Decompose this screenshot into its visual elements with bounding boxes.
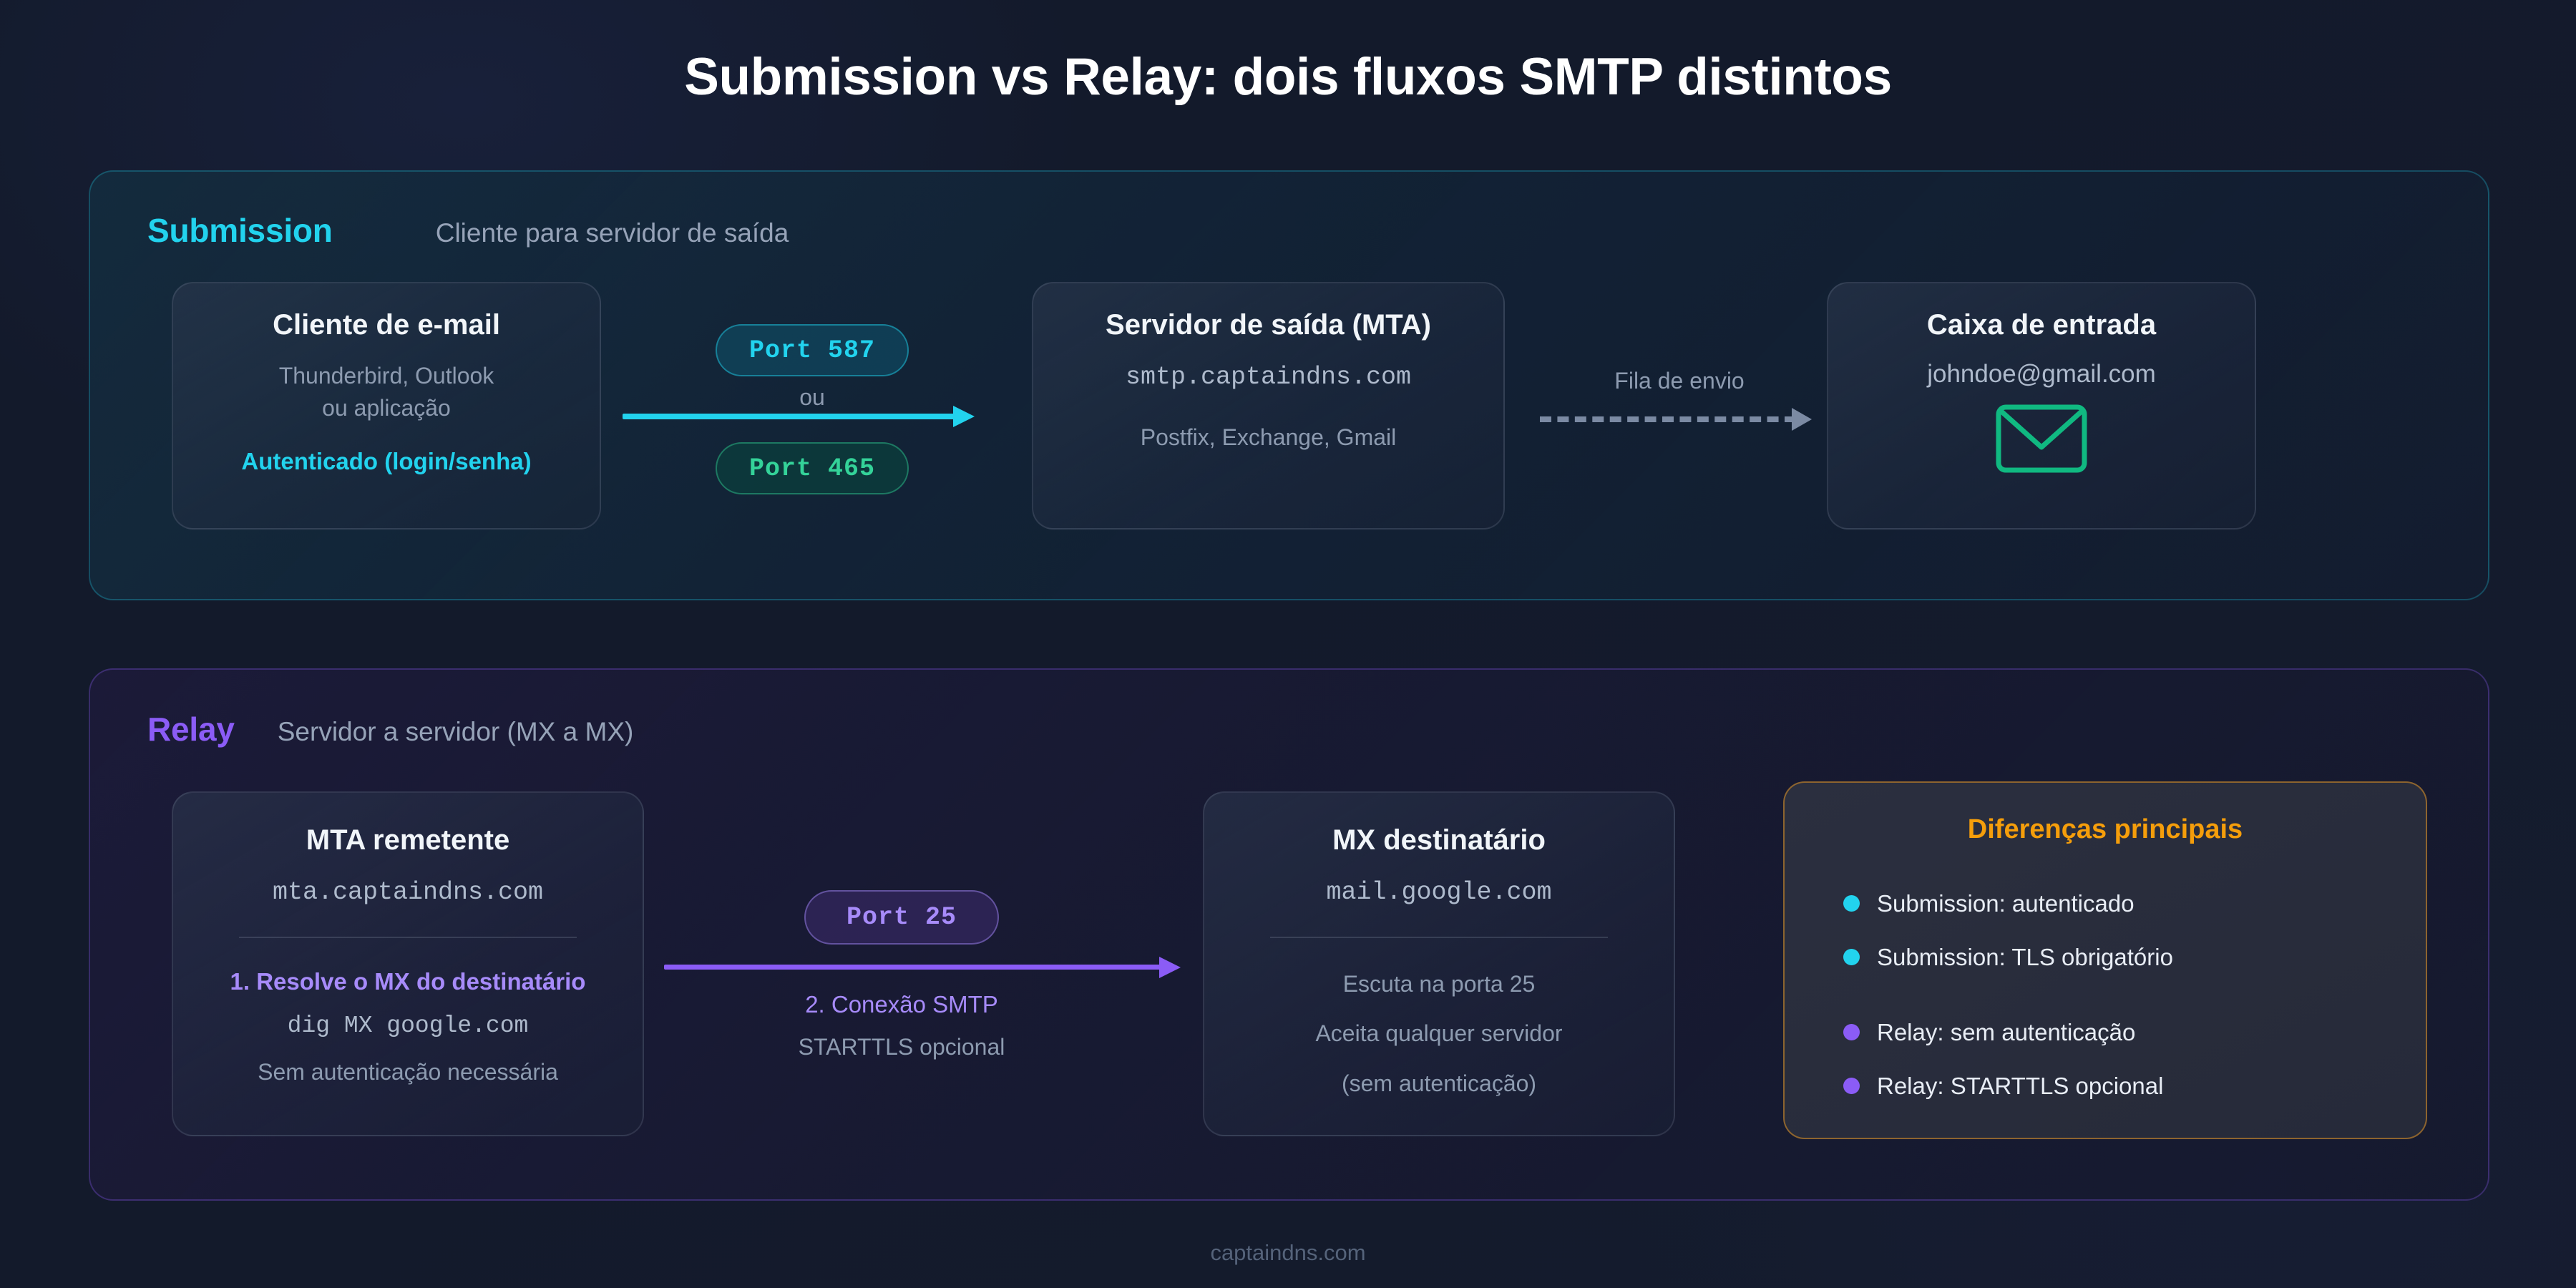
sender-mta-divider [239, 937, 577, 938]
queue-arrow [1540, 408, 1819, 431]
email-client-title: Cliente de e-mail [273, 309, 500, 341]
outgoing-server-title: Servidor de saída (MTA) [1106, 309, 1431, 341]
bullet-dot-icon [1843, 895, 1860, 912]
inbox-title: Caixa de entrada [1926, 309, 2157, 341]
port-25-badge: Port 25 [804, 890, 999, 945]
key-differences-list: Submission: autenticado Submission: TLS … [1785, 877, 2426, 1113]
footer-watermark: captaindns.com [1210, 1240, 1366, 1265]
sender-mta-command: dig MX google.com [287, 1013, 529, 1039]
sender-mta-note: Sem autenticação necessária [258, 1059, 558, 1085]
list-item-label: Relay: STARTTLS opcional [1877, 1072, 2164, 1099]
email-client-auth-label: Autenticado (login/senha) [241, 447, 532, 474]
relay-connection-step: 2. Conexão SMTP [805, 991, 998, 1018]
receiver-mx-title: MX destinatário [1332, 824, 1546, 856]
sender-mta-card: MTA remetente mta.captaindns.com 1. Reso… [172, 791, 644, 1136]
relay-panel-header: Relay Servidor a servidor (MX a MX) [147, 710, 633, 748]
list-item: Submission: autenticado [1843, 877, 2426, 930]
queue-label: Fila de envio [1614, 368, 1745, 394]
list-item: Relay: STARTTLS opcional [1843, 1059, 2426, 1113]
key-differences-title: Diferenças principais [1967, 814, 2243, 844]
dashed-shaft [1540, 416, 1796, 422]
receiver-mx-note-1: Escuta na porta 25 [1342, 971, 1536, 997]
arrow-head-icon [1159, 957, 1181, 978]
relay-subtitle: Servidor a servidor (MX a MX) [277, 717, 634, 746]
email-client-note-1: Thunderbird, Outlook [278, 363, 494, 389]
bullet-dot-icon [1843, 949, 1860, 965]
list-item-label: Relay: sem autenticação [1877, 1018, 2136, 1045]
list-item-label: Submission: autenticado [1877, 889, 2135, 917]
list-item: Relay: sem autenticação [1843, 1005, 2426, 1059]
sender-mta-step: 1. Resolve o MX do destinatário [230, 968, 586, 995]
list-item-label: Submission: TLS obrigatório [1877, 943, 2173, 970]
arrow-head-icon [953, 406, 975, 427]
receiver-mx-card: MX destinatário mail.google.com Escuta n… [1203, 791, 1675, 1136]
page-title: Submission vs Relay: dois fluxos SMTP di… [684, 48, 1892, 106]
port-465-badge: Port 465 [716, 442, 909, 494]
relay-connection-note: STARTTLS opcional [798, 1034, 1005, 1060]
submission-subtitle: Cliente para servidor de saída [435, 218, 789, 248]
receiver-mx-note-3: (sem autenticação) [1341, 1070, 1537, 1096]
port-separator-label: ou [799, 384, 825, 410]
bullet-dot-icon [1843, 1078, 1860, 1094]
arrow-shaft [623, 414, 959, 419]
receiver-mx-host: mail.google.com [1326, 878, 1552, 907]
email-client-card: Cliente de e-mail Thunderbird, Outlook o… [172, 282, 601, 530]
receiver-mx-divider [1270, 937, 1608, 938]
list-item: Submission: TLS obrigatório [1843, 930, 2426, 984]
submission-tag: Submission [147, 212, 333, 249]
inbox-card: Caixa de entrada johndoe@gmail.com [1827, 282, 2256, 530]
dashed-arrow-head-icon [1792, 408, 1812, 431]
submission-panel-header: Submission Cliente para servidor de saíd… [147, 211, 789, 250]
port-587-badge: Port 587 [716, 324, 909, 376]
outgoing-server-card: Servidor de saída (MTA) smtp.captaindns.… [1032, 282, 1505, 530]
sender-mta-title: MTA remetente [306, 824, 510, 856]
receiver-mx-note-2: Aceita qualquer servidor [1315, 1020, 1563, 1047]
email-client-note-2: ou aplicação [322, 395, 451, 421]
envelope-icon [1996, 404, 2087, 477]
outgoing-server-host: smtp.captaindns.com [1125, 363, 1412, 391]
relay-tag: Relay [147, 711, 235, 748]
inbox-address: johndoe@gmail.com [1927, 360, 2156, 388]
bullet-dot-icon [1843, 1024, 1860, 1040]
arrow-shaft [664, 965, 1165, 970]
outgoing-server-note: Postfix, Exchange, Gmail [1140, 424, 1397, 450]
key-differences-card: Diferenças principais Submission: autent… [1783, 781, 2427, 1139]
sender-mta-host: mta.captaindns.com [272, 878, 544, 907]
